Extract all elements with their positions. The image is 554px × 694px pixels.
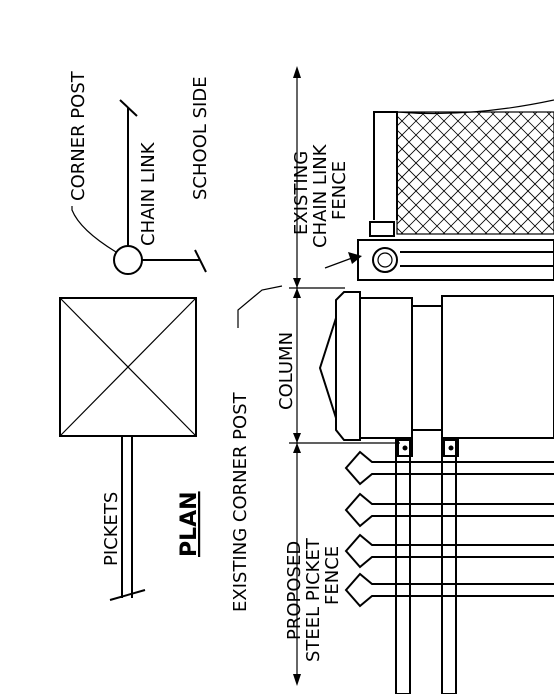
- existing-corner-post-label: EXISTING CORNER POST: [230, 391, 251, 612]
- rail-bracket-top-bolt: [402, 445, 408, 451]
- dimension-arrow-1b: [293, 288, 301, 298]
- picket-3: [344, 533, 554, 569]
- column-body: [359, 297, 413, 439]
- mesh-hatch-line: [397, 112, 468, 183]
- chain-link-rail-end: [372, 247, 398, 273]
- existing-fence-label-2: CHAIN LINK: [310, 143, 331, 248]
- corner-post-top-tick: [119, 99, 138, 117]
- plan-view: PICKETS PLAN: [59, 297, 202, 601]
- column-elevation: [318, 291, 554, 441]
- plan-column-square: [59, 297, 197, 437]
- pickets-group: [344, 450, 554, 608]
- mesh-hatch-line: [397, 112, 454, 169]
- proposed-fence-label-1: PROPOSED: [284, 541, 305, 640]
- column-main-shaft: [441, 295, 554, 439]
- mesh-hatch-line: [456, 136, 554, 234]
- column-cap-arrow: [318, 317, 337, 419]
- dimension-arrow-1a: [293, 278, 301, 288]
- plan-pickets-end-tick: [109, 589, 146, 601]
- mesh-hatch-line: [490, 112, 554, 176]
- corner-post-symbol: [113, 245, 143, 275]
- mesh-hatch-line: [526, 206, 554, 234]
- mesh-hatch-line: [512, 192, 554, 234]
- mesh-hatch-line: [414, 112, 538, 234]
- mesh-hatch-line: [397, 112, 496, 211]
- mesh-hatch-line: [484, 164, 554, 234]
- proposed-fence-label-3: FENCE: [322, 546, 343, 605]
- mesh-hatch-line: [498, 178, 554, 234]
- picket-rail-bottom: [441, 437, 457, 694]
- dimension-arrow-2b: [293, 443, 301, 453]
- chain-link-label: CHAIN LINK: [138, 141, 159, 246]
- callout-arrow-head: [348, 252, 362, 264]
- dimension-arrow-2a: [293, 433, 301, 443]
- mesh-hatch-line: [518, 112, 554, 148]
- column-bracket: [411, 305, 443, 431]
- chain-link-mesh-top-edge: [396, 99, 554, 115]
- plan-title: PLAN: [177, 491, 202, 557]
- chain-link-fence-elevation: [324, 99, 554, 281]
- rail-bracket-top: [397, 439, 413, 457]
- existing-corner-post-leader: [237, 285, 283, 328]
- chain-link-rail-end-inner: [377, 252, 393, 268]
- column-label: COLUMN: [276, 332, 297, 410]
- mesh-hatch-line: [442, 122, 554, 234]
- proposed-fence-label-2: STEEL PICKET: [303, 537, 324, 662]
- chain-link-fence-post: [373, 111, 398, 220]
- mesh-hatch-line: [397, 213, 418, 234]
- chain-link-bottom-rail: [357, 239, 554, 281]
- mesh-hatch-line: [532, 112, 554, 134]
- mesh-hatch-line: [397, 185, 446, 234]
- existing-fence-label-1: EXISTING: [291, 151, 312, 235]
- mesh-hatch-line: [397, 199, 432, 234]
- pickets-label: PICKETS: [101, 492, 122, 566]
- picket-2: [344, 492, 554, 528]
- mesh-hatch-line: [400, 112, 524, 234]
- callout-arrow-leader: [324, 257, 353, 269]
- mesh-hatch-line: [428, 112, 552, 234]
- mesh-hatch-line: [504, 112, 554, 162]
- mesh-hatch-line: [434, 112, 554, 232]
- rail-bracket-bottom-bolt: [448, 445, 454, 451]
- mesh-hatch-line: [397, 112, 510, 225]
- corner-post-leader: [71, 206, 117, 253]
- mesh-hatch-line: [470, 150, 554, 234]
- legend-corner-post: CORNER POST CHAIN LINK SCHOOL SIDE: [68, 70, 211, 275]
- picket-fence-elevation: [344, 437, 554, 694]
- plan-column-diagonal-2: [59, 297, 197, 437]
- school-side-label: SCHOOL SIDE: [190, 76, 211, 200]
- rail-bracket-bottom: [443, 439, 459, 457]
- picket-4: [344, 572, 554, 608]
- dimension-arrow-bottom: [293, 674, 301, 686]
- mesh-hatch-line: [397, 112, 482, 197]
- mesh-hatch-line: [397, 112, 440, 155]
- chain-link-mesh: [397, 112, 554, 234]
- mesh-hatch-line: [462, 112, 554, 204]
- column-cap: [335, 291, 361, 441]
- dimension-line: EXISTING CHAIN LINK FENCE COLUMN PROPOSE…: [276, 66, 400, 686]
- existing-corner-post-callout: EXISTING CORNER POST: [230, 285, 283, 612]
- picket-rail-top: [395, 437, 411, 694]
- mesh-hatch-line: [397, 112, 426, 141]
- chain-link-post-cap: [369, 221, 395, 237]
- chain-link-end-tick: [194, 249, 207, 273]
- picket-1: [344, 450, 554, 486]
- existing-fence-label-3: FENCE: [329, 161, 350, 220]
- dimension-arrow-top: [293, 66, 301, 78]
- mesh-hatch-line: [540, 220, 554, 234]
- corner-post-label: CORNER POST: [68, 70, 89, 201]
